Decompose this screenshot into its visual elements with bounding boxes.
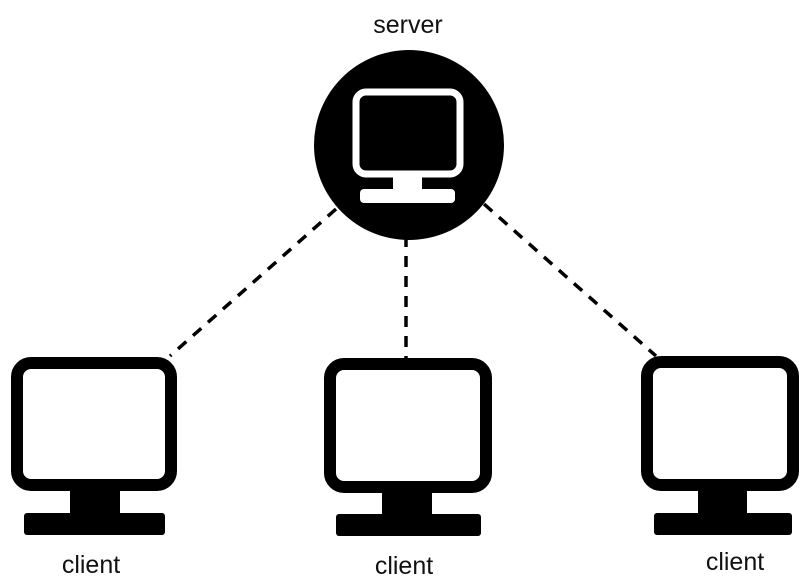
client-2-label: client [375, 552, 433, 579]
client-node-3: client [641, 356, 799, 576]
connection-server-client-1 [168, 207, 338, 358]
server-label: server [373, 11, 442, 39]
client-3-computer-monitor-icon [641, 356, 799, 535]
client-node-1: client [11, 357, 177, 579]
server-computer-monitor-icon [352, 88, 464, 203]
client-2-computer-monitor-icon [324, 358, 492, 536]
connections [168, 202, 658, 358]
client-1-label: client [62, 551, 120, 579]
client-3-label: client [706, 548, 764, 576]
connection-server-client-3 [482, 202, 658, 358]
client-1-computer-monitor-icon [11, 357, 177, 535]
client-node-2: client [324, 358, 492, 579]
server-node: server [314, 11, 504, 240]
server-circle [314, 50, 504, 240]
